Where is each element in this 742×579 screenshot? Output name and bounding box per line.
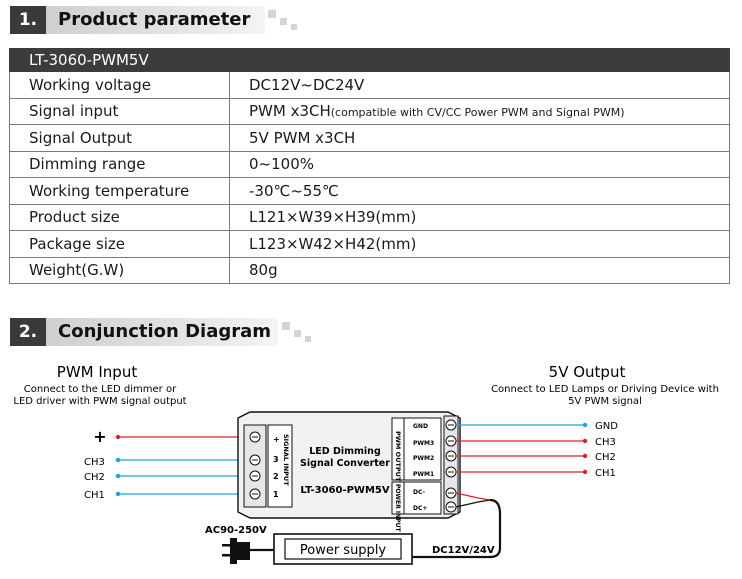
param-value: -30℃~55℃ (229, 177, 730, 205)
ch1-output-label: CH1 (595, 468, 616, 479)
table-row: Product size L121×W39×H39(mm) (9, 203, 730, 231)
in-terminal-label: 1 (273, 490, 279, 499)
gnd-output-label: GND (595, 421, 618, 432)
param-value: 5V PWM x3CH (229, 124, 730, 152)
param-value: 0~100% (229, 150, 730, 178)
dc-terminal-label: DC+ (413, 505, 427, 512)
pwm-input-desc: Connect to the LED dimmer or (24, 384, 177, 395)
power-supply: Power supply (273, 533, 413, 565)
out-terminal-label: PWM3 (413, 440, 434, 447)
device-model: LT-3060-PWM5V (300, 485, 389, 496)
model-name: LT-3060-PWM5V (9, 48, 730, 72)
table-row: Signal input PWM x3CH(compatible with CV… (9, 97, 730, 125)
power-supply-label: Power supply (300, 543, 387, 558)
param-label: Product size (9, 203, 230, 231)
wiring-diagram: PWM Input Connect to the LED dimmer or L… (13, 363, 719, 565)
table-row: Weight(G.W) 80g (9, 256, 730, 284)
table-row: Signal Output 5V PWM x3CH (9, 124, 730, 152)
ch3-output-label: CH3 (595, 437, 616, 448)
param-label: Package size (9, 230, 230, 258)
table-row: Package size L123×W42×H42(mm) (9, 230, 730, 258)
param-value: PWM x3CH(compatible with CV/CC Power PWM… (229, 97, 730, 125)
out-terminal-label: GND (413, 423, 428, 430)
param-value: L123×W42×H42(mm) (229, 230, 730, 258)
table-header-row: LT-3060-PWM5V (9, 48, 730, 72)
section-title: Conjunction Diagram (58, 321, 272, 342)
param-value: L121×W39×H39(mm) (229, 203, 730, 231)
output-desc: 5V PWM signal (568, 396, 642, 407)
param-label: Signal input (9, 97, 230, 125)
param-label: Dimming range (9, 150, 230, 178)
section-number: 2. (10, 318, 46, 346)
table-row: Working voltage DC12V~DC24V (9, 71, 730, 99)
in-terminal-label: 2 (273, 472, 279, 481)
ch1-input-label: CH1 (84, 490, 105, 501)
pwm-input-title: PWM Input (57, 363, 138, 381)
param-value: DC12V~DC24V (229, 71, 730, 99)
table-row: Dimming range 0~100% (9, 150, 730, 178)
param-note: (compatible with CV/CC Power PWM and Sig… (330, 106, 625, 120)
device-line1: LED Dimming (309, 446, 381, 457)
section-header-product-parameter: 1. Product parameter (10, 6, 300, 34)
ch3-input-label: CH3 (84, 457, 105, 468)
section-title: Product parameter (58, 9, 251, 30)
ch2-input-label: CH2 (84, 472, 105, 483)
out-terminal-label: PWM2 (413, 455, 434, 462)
dc-terminal-label: DC- (413, 489, 426, 496)
plus-label: + (93, 427, 106, 446)
ac-plug-icon (222, 538, 274, 564)
signal-input-label: SIGNAL INPUT (282, 434, 290, 486)
power-input-label: POWER INPUT (394, 484, 401, 532)
out-terminal-label: PWM1 (413, 471, 434, 478)
pwm-input-desc: LED driver with PWM signal output (13, 396, 186, 407)
ch2-output-label: CH2 (595, 452, 616, 463)
pwm-output-label: PWM OUTPUT (394, 431, 402, 482)
param-label: Signal Output (9, 124, 230, 152)
table-row: Working temperature -30℃~55℃ (9, 177, 730, 205)
output-title: 5V Output (549, 363, 626, 381)
in-terminal-label: + (273, 435, 280, 444)
dc-cable (412, 498, 502, 559)
section-number: 1. (10, 6, 46, 34)
section-header-conjunction-diagram: 2. Conjunction Diagram (10, 318, 311, 346)
in-terminal-label: 3 (273, 455, 279, 464)
ac-voltage-label: AC90-250V (205, 525, 267, 536)
param-label: Weight(G.W) (9, 256, 230, 284)
dc-voltage-label: DC12V/24V (432, 545, 495, 556)
param-label: Working temperature (9, 177, 230, 205)
parameter-table: LT-3060-PWM5V Working voltage DC12V~DC24… (9, 48, 730, 284)
output-desc: Connect to LED Lamps or Driving Device w… (491, 384, 719, 395)
device-line2: Signal Converter (300, 458, 390, 469)
param-value: 80g (229, 256, 730, 284)
param-label: Working voltage (9, 71, 230, 99)
converter-device: + 3 2 1 SIGNAL INPUT LED Dimming Signal … (237, 411, 461, 532)
